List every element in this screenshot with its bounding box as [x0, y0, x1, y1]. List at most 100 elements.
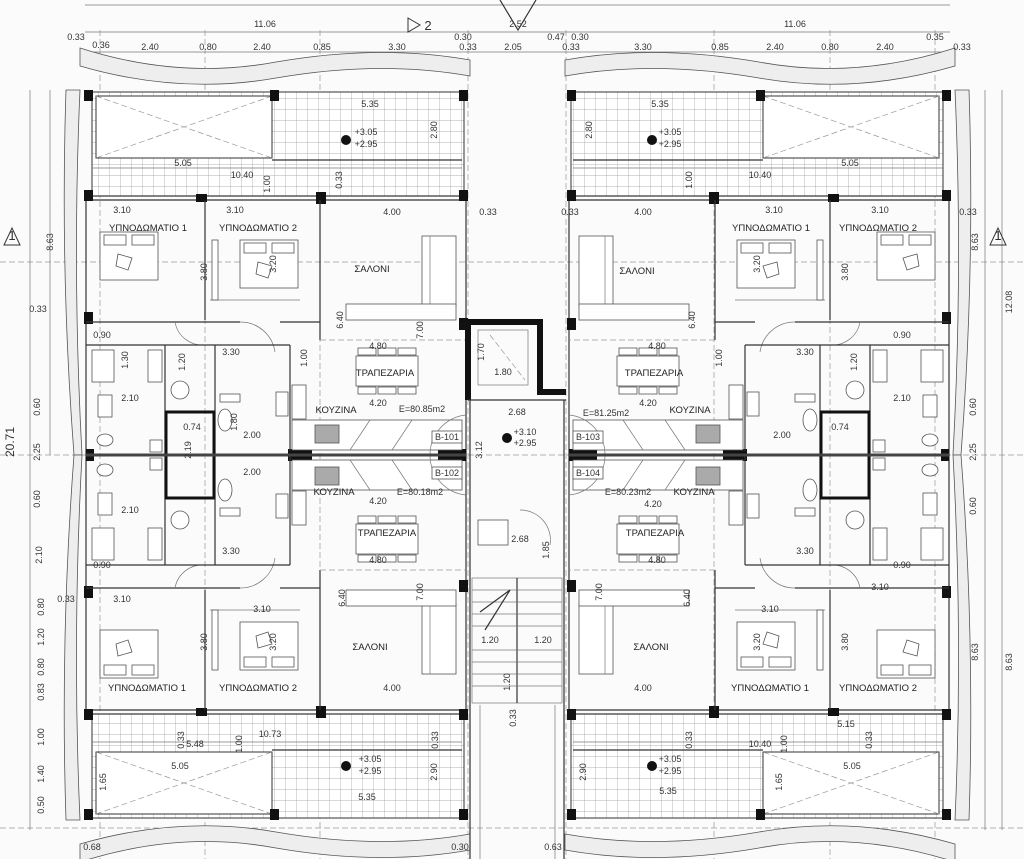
dimension-label: 1.20 — [481, 635, 499, 645]
dimension-label: 0.33 — [334, 171, 344, 189]
room-label: ΚΟΥΖΙΝΑ — [313, 487, 355, 498]
dimension-label: 8.63 — [970, 643, 980, 661]
dimension-label: 8.63 — [1004, 653, 1014, 671]
dimension-label: 3.10 — [765, 205, 783, 215]
dimension-label: 2.40 — [876, 42, 894, 52]
room-label: ΣΑΛΟΝΙ — [352, 642, 387, 653]
dimension-label: 2.40 — [766, 42, 784, 52]
dimension-label: 0.33 — [459, 42, 477, 52]
dimension-label: 1.00 — [299, 349, 309, 367]
dimension-label: 0.63 — [544, 842, 562, 852]
dimension-label: 3.10 — [253, 604, 271, 614]
dimension-label: 0.33 — [684, 731, 694, 749]
dimension-label: 10.40 — [749, 739, 772, 749]
apartment-bottom-right — [565, 451, 971, 859]
dimension-label: 1.70 — [476, 343, 486, 361]
dimension-label: 0.33 — [29, 304, 47, 314]
dimension-label: 5.05 — [843, 761, 861, 771]
dimension-label: 0.30 — [454, 32, 472, 42]
dimension-label: 5.35 — [651, 99, 669, 109]
dimension-label: 0.33 — [864, 731, 874, 749]
dimension-label: 6.40 — [687, 311, 697, 329]
dimension-label: 5.35 — [659, 786, 677, 796]
room-label: ΥΠΝΟΔΩΜΑΤΙΟ 1 — [108, 683, 186, 694]
dimension-label: 5.05 — [841, 158, 859, 168]
level-label: +2.95 — [359, 766, 382, 776]
dimension-label: 0.90 — [893, 560, 911, 570]
dimension-label: 0.33 — [430, 731, 440, 749]
dimension-label: 2.80 — [584, 121, 594, 139]
room-label: ΤΡΑΠΕΖΑΡΙΑ — [626, 528, 685, 539]
stair-core — [465, 319, 566, 859]
dimension-label: 4.20 — [644, 499, 662, 509]
room-label: ΚΟΥΖΙΝΑ — [315, 405, 357, 416]
dimension-label: 3.12 — [474, 441, 484, 459]
dimension-label: 5.05 — [171, 761, 189, 771]
dimension-label: 0.33 — [953, 42, 971, 52]
dimension-label: 2.10 — [34, 546, 44, 564]
dimension-label: 3.30 — [796, 546, 814, 556]
dimension-label: 0.83 — [36, 683, 46, 701]
dimension-label: 7.00 — [415, 321, 425, 339]
dimension-label: 5.48 — [186, 739, 204, 749]
dimension-label: 3.10 — [871, 582, 889, 592]
dimension-label: 3.30 — [222, 347, 240, 357]
dimension-label: 3.20 — [752, 633, 762, 651]
dimension-label: 0.33 — [479, 207, 497, 217]
dimension-label: 0.33 — [67, 32, 85, 42]
dimension-label: 1.00 — [779, 735, 789, 753]
dimension-label: 4.20 — [369, 496, 387, 506]
dimension-label: 7.00 — [415, 583, 425, 601]
dimension-label: 1.65 — [774, 773, 784, 791]
section-markers — [3, 0, 1007, 246]
dimension-label: 1.80 — [229, 413, 239, 431]
dimension-label: 1.65 — [98, 773, 108, 791]
dimension-label: 3.80 — [199, 633, 209, 651]
dimension-label: 3.10 — [113, 594, 131, 604]
dimension-label: 3.20 — [752, 255, 762, 273]
room-label: ΣΑΛΟΝΙ — [633, 642, 668, 653]
dimension-label: 6.40 — [337, 589, 347, 607]
room-label: ΣΑΛΟΝΙ — [619, 266, 654, 277]
room-label: ΤΡΑΠΕΖΑΡΙΑ — [356, 368, 415, 379]
dimension-label: 4.80 — [369, 555, 387, 565]
dimension-label: 3.30 — [222, 546, 240, 556]
dimension-label: 0.33 — [508, 709, 518, 727]
dimension-label: 0.33 — [959, 207, 977, 217]
dimension-label: 0.90 — [93, 330, 111, 340]
dimension-label: 3.20 — [268, 255, 278, 273]
dimension-label: 4.00 — [634, 207, 652, 217]
dimension-label: 2.80 — [429, 121, 439, 139]
dimension-label: 2.90 — [578, 763, 588, 781]
dimension-label: 3.10 — [761, 604, 779, 614]
dimension-label: 1.20 — [177, 353, 187, 371]
dimension-label: 0.47 — [547, 32, 565, 42]
dimension-label: 10.40 — [231, 170, 254, 180]
dimension-label: 0.90 — [93, 560, 111, 570]
dimension-label: 12.08 — [1004, 291, 1014, 314]
room-label: ΥΠΝΟΔΩΜΑΤΙΟ 2 — [219, 683, 297, 694]
door-tag: B-101 — [435, 432, 459, 442]
dimension-label: 0.60 — [32, 490, 42, 508]
dimension-label: 1.85 — [541, 541, 551, 559]
section-marker-label: 1 — [994, 228, 1001, 243]
dimension-label: 1.00 — [684, 171, 694, 189]
dimension-label: 2.10 — [893, 393, 911, 403]
dimension-label: 1.00 — [36, 728, 46, 746]
level-label: +2.95 — [659, 139, 682, 149]
overall-dimension: 2.52 — [509, 19, 527, 29]
section-marker-label: 1 — [8, 228, 15, 243]
dimension-label: 3.30 — [388, 42, 406, 52]
dimension-label: 4.00 — [383, 683, 401, 693]
dimension-label: 4.20 — [639, 398, 657, 408]
dimension-label: 1.40 — [36, 765, 46, 783]
dimension-label: 0.85 — [711, 42, 729, 52]
area-label: E=80.85m2 — [399, 404, 445, 414]
dimension-label: 20.71 — [3, 427, 17, 457]
dimension-label: 4.00 — [383, 207, 401, 217]
dimension-label: 10.40 — [749, 170, 772, 180]
dimension-label: 1.20 — [849, 353, 859, 371]
dimension-label: 0.74 — [831, 422, 849, 432]
dimension-label: 2.00 — [243, 430, 261, 440]
